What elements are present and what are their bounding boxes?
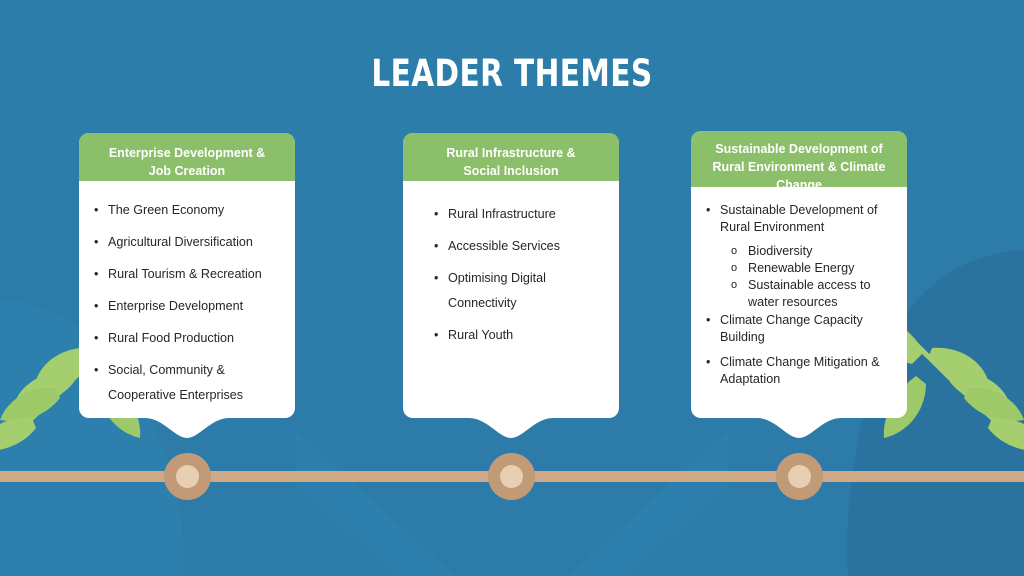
list-item-label: Rural Infrastructure (448, 207, 556, 221)
bullet-icon: • (94, 363, 99, 377)
card-heading-line: Sustainable Development of (715, 142, 883, 156)
list-item[interactable]: • Rural Food Production (91, 326, 285, 351)
card-sub-item-list: o Biodiversity o Renewable Energy o Sust… (720, 243, 897, 311)
circle-bullet-icon: o (731, 279, 738, 291)
bullet-icon: • (706, 313, 711, 327)
list-item[interactable]: • Sustainable Development of Rural Envir… (703, 202, 897, 311)
sub-list-item[interactable]: o Renewable Energy (720, 260, 897, 277)
list-item-label: Climate Change Mitigation & Adaptation (720, 355, 880, 386)
card-heading-line: Job Creation (148, 164, 226, 178)
bullet-icon: • (706, 355, 711, 369)
bullet-icon: • (94, 299, 99, 313)
timeline-node-center (176, 465, 199, 488)
bullet-icon: • (94, 203, 99, 217)
theme-card-rural-infrastructure[interactable]: Rural Infrastructure & Social Inclusion … (403, 133, 619, 438)
list-item[interactable]: • Rural Youth (431, 323, 609, 348)
card-heading-sustainable-development: Sustainable Development of Rural Environ… (691, 131, 907, 192)
list-item-label: Optimising Digital Connectivity (448, 271, 546, 310)
timeline-node-center (500, 465, 523, 488)
bullet-icon: • (94, 235, 99, 249)
card-heading-line: Social Inclusion (463, 164, 559, 178)
bullet-icon: • (434, 328, 439, 342)
bullet-icon: • (94, 331, 99, 345)
sub-list-item[interactable]: o Biodiversity (720, 243, 897, 260)
card-background-shape (691, 131, 907, 438)
list-item[interactable]: • Enterprise Development (91, 294, 285, 319)
timeline-node-1[interactable] (164, 453, 211, 500)
circle-bullet-icon: o (731, 262, 738, 274)
list-item[interactable]: • Rural Infrastructure (431, 202, 609, 227)
list-item-label: Social, Community & Cooperative Enterpri… (108, 363, 244, 402)
list-item[interactable]: • Rural Tourism & Recreation (91, 262, 285, 287)
list-item[interactable]: • Social, Community & Cooperative Enterp… (91, 358, 285, 408)
timeline-node-2[interactable] (488, 453, 535, 500)
card-item-list-sustainable-development: • Sustainable Development of Rural Envir… (703, 202, 897, 388)
list-item-label: Rural Food Production (108, 331, 235, 345)
list-item-label: The Green Economy (108, 203, 225, 217)
bullet-icon: • (434, 239, 439, 253)
bullet-icon: • (94, 267, 99, 281)
list-item[interactable]: • Climate Change Capacity Building (703, 312, 897, 346)
card-heading-enterprise-development: Enterprise Development & Job Creation (79, 133, 295, 181)
list-item-label: Agricultural Diversification (108, 235, 253, 249)
card-heading-line: Change (776, 178, 822, 192)
timeline-node-3[interactable] (776, 453, 823, 500)
card-item-list-enterprise-development: • The Green Economy • Agricultural Diver… (91, 198, 285, 408)
page-title: LEADER Themes (371, 52, 653, 95)
theme-card-sustainable-development[interactable]: Sustainable Development of Rural Environ… (691, 131, 907, 438)
list-item-label: Sustainable Development of Rural Environ… (720, 203, 878, 234)
card-background-shape (79, 133, 295, 438)
timeline-node-center (788, 465, 811, 488)
theme-card-enterprise-development[interactable]: Enterprise Development & Job Creation • … (79, 133, 295, 438)
card-heading-rural-infrastructure: Rural Infrastructure & Social Inclusion (403, 133, 619, 181)
sub-list-item-label: Biodiversity (748, 244, 813, 258)
list-item[interactable]: • The Green Economy (91, 198, 285, 223)
card-background-shape (403, 133, 619, 438)
card-item-list-rural-infrastructure: • Rural Infrastructure • Accessible Serv… (431, 202, 609, 348)
list-item[interactable]: • Optimising Digital Connectivity (431, 266, 609, 316)
background-chevron (296, 430, 728, 576)
sub-list-item[interactable]: o Sustainable access to water resources (720, 277, 897, 311)
list-item-label: Rural Tourism & Recreation (108, 267, 262, 281)
list-item[interactable]: • Accessible Services (431, 234, 609, 259)
circle-bullet-icon: o (731, 245, 738, 257)
bullet-icon: • (706, 203, 711, 217)
list-item[interactable]: • Agricultural Diversification (91, 230, 285, 255)
card-heading-line: Enterprise Development & (108, 146, 266, 160)
sub-list-item-label: Sustainable access to water resources (748, 278, 871, 309)
card-heading-line: Rural Infrastructure & (446, 146, 576, 160)
bullet-icon: • (434, 271, 439, 285)
list-item[interactable]: • Climate Change Mitigation & Adaptation (703, 354, 897, 388)
bullet-icon: • (434, 207, 439, 221)
sub-list-item-label: Renewable Energy (748, 261, 855, 275)
list-item-label: Climate Change Capacity Building (720, 313, 863, 344)
list-item-label: Enterprise Development (108, 299, 244, 313)
card-heading-line: Rural Environment & Climate (712, 160, 886, 174)
list-item-label: Rural Youth (448, 328, 514, 342)
list-item-label: Accessible Services (448, 239, 560, 253)
